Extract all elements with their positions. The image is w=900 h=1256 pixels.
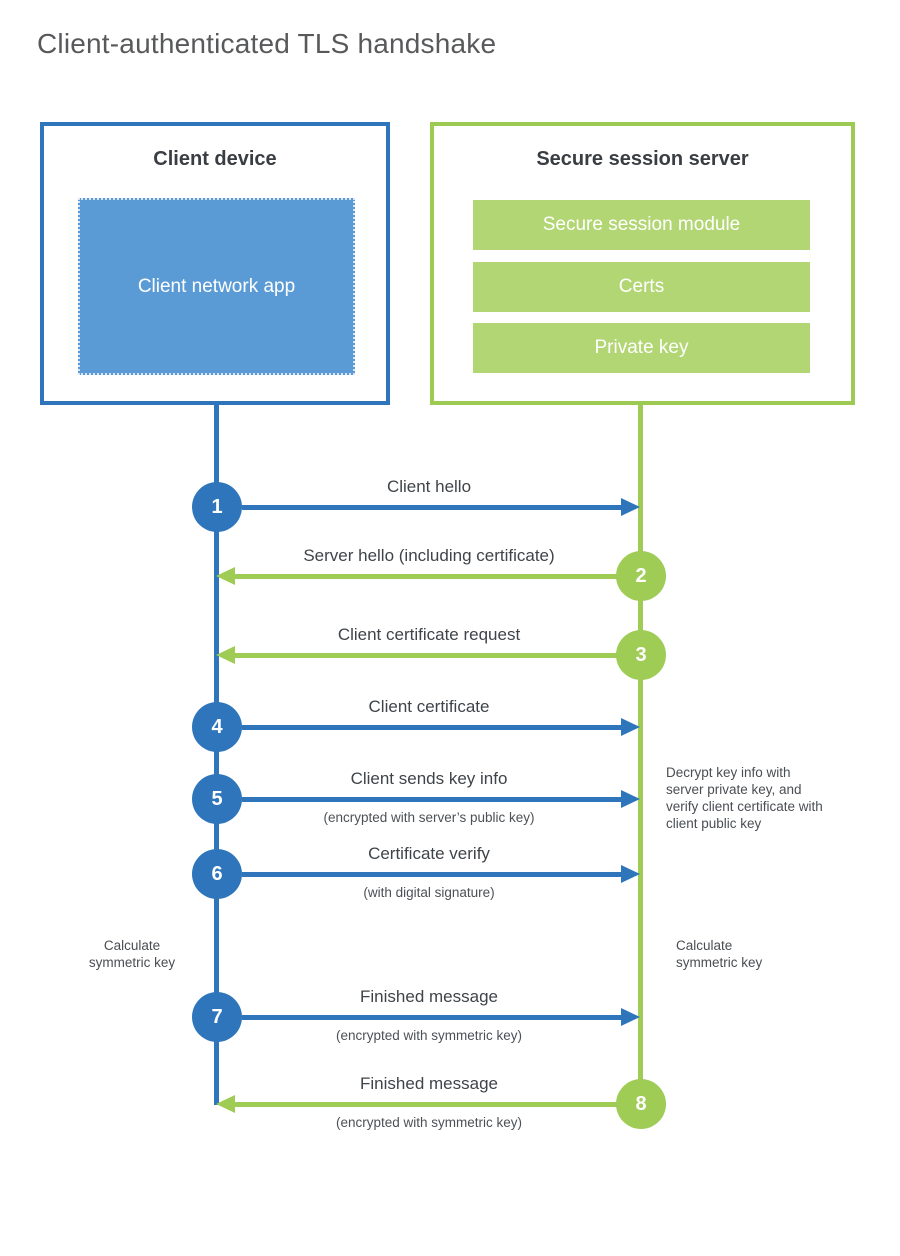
message-arrow (234, 653, 618, 658)
message-arrow (242, 725, 624, 730)
arrowhead-left-icon (216, 1095, 235, 1113)
message-label: Server hello (including certificate) (303, 546, 555, 565)
arrowhead-right-icon (621, 718, 640, 736)
message-arrow (242, 505, 624, 510)
message-arrow (242, 872, 624, 877)
step-number: 4 (211, 715, 223, 738)
client-device-title: Client device (153, 148, 277, 170)
step-number: 1 (211, 495, 223, 518)
arrowhead-left-icon (216, 646, 235, 664)
message-sublabel: (with digital signature) (363, 885, 495, 900)
step-circle: 4 (192, 702, 242, 752)
step-number: 7 (211, 1005, 223, 1028)
message-arrow (242, 797, 624, 802)
message-sublabel: (encrypted with symmetric key) (335, 1115, 523, 1130)
server-lifeline (638, 405, 643, 1105)
arrowhead-left-icon (216, 567, 235, 585)
step-circle: 6 (192, 849, 242, 899)
client-lifeline (214, 405, 219, 1105)
step-number: 6 (211, 862, 223, 885)
client-device-box: Client device Client network app (40, 122, 390, 405)
message-arrow (242, 1015, 624, 1020)
calc-symmetric-key-right: Calculate symmetric key (676, 938, 763, 970)
message-label: Certificate verify (368, 844, 490, 863)
server-title: Secure session server (536, 148, 749, 170)
message-label: Client hello (386, 477, 472, 496)
arrowhead-right-icon (621, 790, 640, 808)
step-circle: 2 (616, 551, 666, 601)
message-label: Finished message (360, 1074, 498, 1093)
step-number: 3 (635, 643, 647, 666)
server-module-certs: Certs (473, 262, 810, 312)
message-arrow (234, 1102, 618, 1107)
step-circle: 3 (616, 630, 666, 680)
arrowhead-right-icon (621, 865, 640, 883)
client-network-app-label: Client network app (137, 275, 296, 297)
arrowhead-right-icon (621, 498, 640, 516)
message-label: Finished message (360, 987, 498, 1006)
message-sublabel: (encrypted with server’s public key) (323, 810, 535, 825)
server-module-secure-session: Secure session module (473, 200, 810, 250)
step-circle: 1 (192, 482, 242, 532)
server-module-private-key: Private key (473, 323, 810, 373)
step-number: 2 (635, 564, 647, 587)
step-number: 8 (635, 1092, 647, 1115)
message-label: Client certificate (368, 697, 490, 716)
step-circle: 7 (192, 992, 242, 1042)
calc-symmetric-key-left: Calculate symmetric key (88, 938, 176, 970)
message-label: Client sends key info (350, 769, 508, 788)
step-number: 5 (211, 787, 223, 810)
step-circle: 8 (616, 1079, 666, 1129)
message-arrow (234, 574, 618, 579)
message-label: Client certificate request (337, 625, 521, 644)
server-box: Secure session server Secure session mod… (430, 122, 855, 405)
client-network-app-box: Client network app (78, 198, 355, 375)
arrowhead-right-icon (621, 1008, 640, 1026)
page-title: Client-authenticated TLS handshake (37, 28, 497, 59)
message-sublabel: (encrypted with symmetric key) (335, 1028, 523, 1043)
decrypt-note: Decrypt key info with server private key… (666, 765, 823, 831)
step-circle: 5 (192, 774, 242, 824)
